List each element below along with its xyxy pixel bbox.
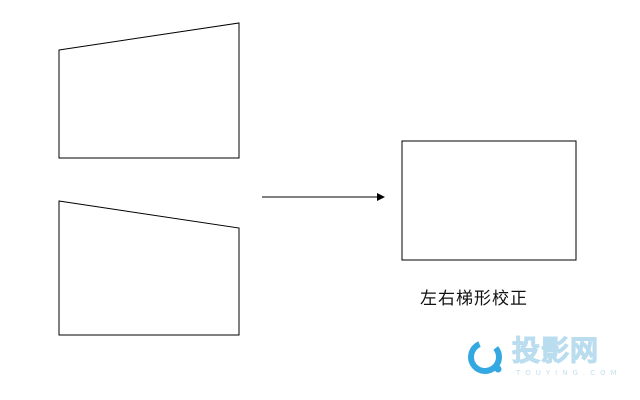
watermark-brand: 投影网 [511, 334, 600, 367]
corrected-rectangle [401, 140, 577, 261]
watermark-domain: TOUYING.COM [516, 369, 622, 377]
caption-label: 左右梯形校正 [420, 289, 528, 309]
keystone-shape-bottom [58, 200, 240, 336]
ring-logo-icon [468, 340, 502, 374]
watermark: 投影网 TOUYING.COM [466, 334, 626, 384]
keystone-shape-top [58, 22, 240, 159]
